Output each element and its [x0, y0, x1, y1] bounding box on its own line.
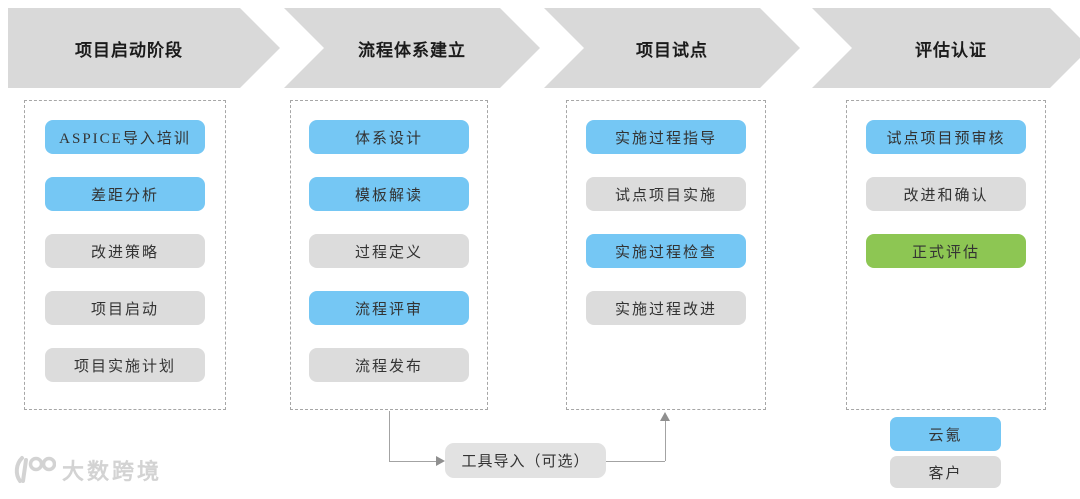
task-box: 差距分析 [45, 177, 205, 211]
phase-label: 项目试点 [636, 40, 708, 60]
phase-label: 评估认证 [915, 40, 987, 60]
task-box: 改进和确认 [866, 177, 1026, 211]
task-box: 实施过程检查 [586, 234, 746, 268]
watermark: 大数跨境 [12, 454, 162, 486]
task-box: 正式评估 [866, 234, 1026, 268]
phase-chevron-process-system: 流程体系建立 [284, 8, 540, 88]
task-box: ASPICE导入培训 [45, 120, 205, 154]
phase-chevron-project-pilot: 项目试点 [544, 8, 800, 88]
task-box: 过程定义 [309, 234, 469, 268]
phase-chevron-project-initiation: 项目启动阶段 [8, 8, 280, 88]
connector-line [389, 411, 390, 461]
task-box: 改进策略 [45, 234, 205, 268]
arrow-right-icon [436, 456, 445, 466]
connector-line [606, 461, 665, 462]
task-box: 模板解读 [309, 177, 469, 211]
phase-container-project-pilot: 实施过程指导 试点项目实施 实施过程检查 实施过程改进 [566, 100, 766, 410]
arrow-up-icon [660, 412, 670, 421]
task-box: 体系设计 [309, 120, 469, 154]
task-box: 试点项目实施 [586, 177, 746, 211]
connector-line [389, 461, 436, 462]
phase-label: 流程体系建立 [358, 40, 466, 60]
connector-line [665, 420, 666, 461]
legend-customer: 客户 [890, 456, 1001, 488]
phase-label: 项目启动阶段 [75, 40, 183, 60]
phase-container-assessment: 试点项目预审核 改进和确认 正式评估 [846, 100, 1046, 410]
phase-container-process-system: 体系设计 模板解读 过程定义 流程评审 流程发布 [290, 100, 488, 410]
tool-import-box: 工具导入（可选） [445, 443, 606, 478]
task-box: 实施过程改进 [586, 291, 746, 325]
phase-chevron-assessment: 评估认证 [812, 8, 1080, 88]
task-box: 实施过程指导 [586, 120, 746, 154]
phase-container-project-initiation: ASPICE导入培训 差距分析 改进策略 项目启动 项目实施计划 [24, 100, 226, 410]
task-box: 流程发布 [309, 348, 469, 382]
task-box: 项目启动 [45, 291, 205, 325]
task-box: 项目实施计划 [45, 348, 205, 382]
task-box: 试点项目预审核 [866, 120, 1026, 154]
watermark-logo-icon [14, 456, 56, 483]
legend-vendor: 云氪 [890, 417, 1001, 451]
watermark-text: 大数跨境 [62, 459, 163, 484]
task-box: 流程评审 [309, 291, 469, 325]
